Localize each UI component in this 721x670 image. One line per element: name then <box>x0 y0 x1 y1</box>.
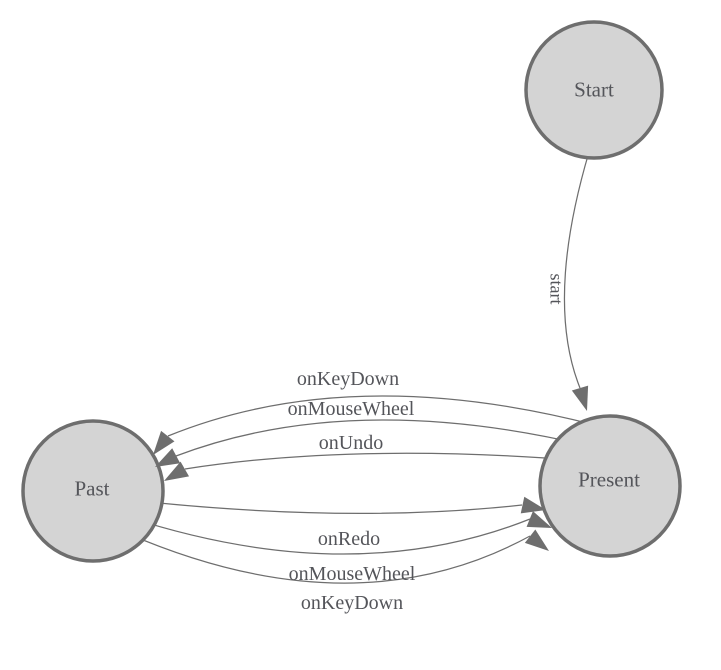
state-node-present-circle <box>538 414 682 558</box>
arrowhead-present-to-past-onmousewheel <box>155 448 181 467</box>
arrowhead-past-to-present-onmousewheel <box>526 511 552 528</box>
arrowhead-past-to-present-onredo <box>520 496 546 514</box>
edge-label-onundo: onUndo <box>319 432 383 454</box>
edge-curves <box>114 151 596 584</box>
arrowhead-past-to-present-onkeydown <box>524 529 549 551</box>
state-node-start-circle <box>524 20 664 160</box>
edge-label-onredo: onRedo <box>318 528 380 550</box>
arrowhead-present-to-past-onundo <box>164 461 190 481</box>
arrowheads <box>153 385 589 551</box>
edge-path-past-to-present-onredo <box>129 499 523 515</box>
arrowhead-present-to-past-onkeydown <box>153 430 175 455</box>
edge-label-start: start <box>547 274 567 305</box>
node-label-present: Present <box>578 467 640 491</box>
edge-label-onkeydown-top: onKeyDown <box>297 368 399 390</box>
edge-path-present-to-past-onundo <box>184 452 576 470</box>
node-label-start: Start <box>574 77 614 101</box>
edge-labels: start onKeyDown onMouseWheel onUndo onRe… <box>288 274 567 615</box>
edge-path-past-to-present-onmousewheel <box>121 514 531 555</box>
edge-path-present-to-past-onmousewheel <box>175 419 586 457</box>
state-node-past-circle <box>21 419 165 563</box>
edge-label-onkeydown-bottom: onKeyDown <box>301 592 403 614</box>
edge-label-onmousewheel-top: onMouseWheel <box>288 398 415 420</box>
edge-path-start-to-present <box>563 151 590 389</box>
edge-path-present-to-past-onkeydown <box>167 395 596 437</box>
state-node-past: Past <box>21 419 165 563</box>
arrowhead-start-to-present <box>571 385 589 411</box>
edge-path-past-to-present-onkeydown <box>114 527 531 584</box>
state-node-start: Start <box>524 20 664 160</box>
state-node-present: Present <box>538 414 682 558</box>
node-label-past: Past <box>74 476 109 500</box>
edge-label-onmousewheel-bottom: onMouseWheel <box>289 563 416 585</box>
